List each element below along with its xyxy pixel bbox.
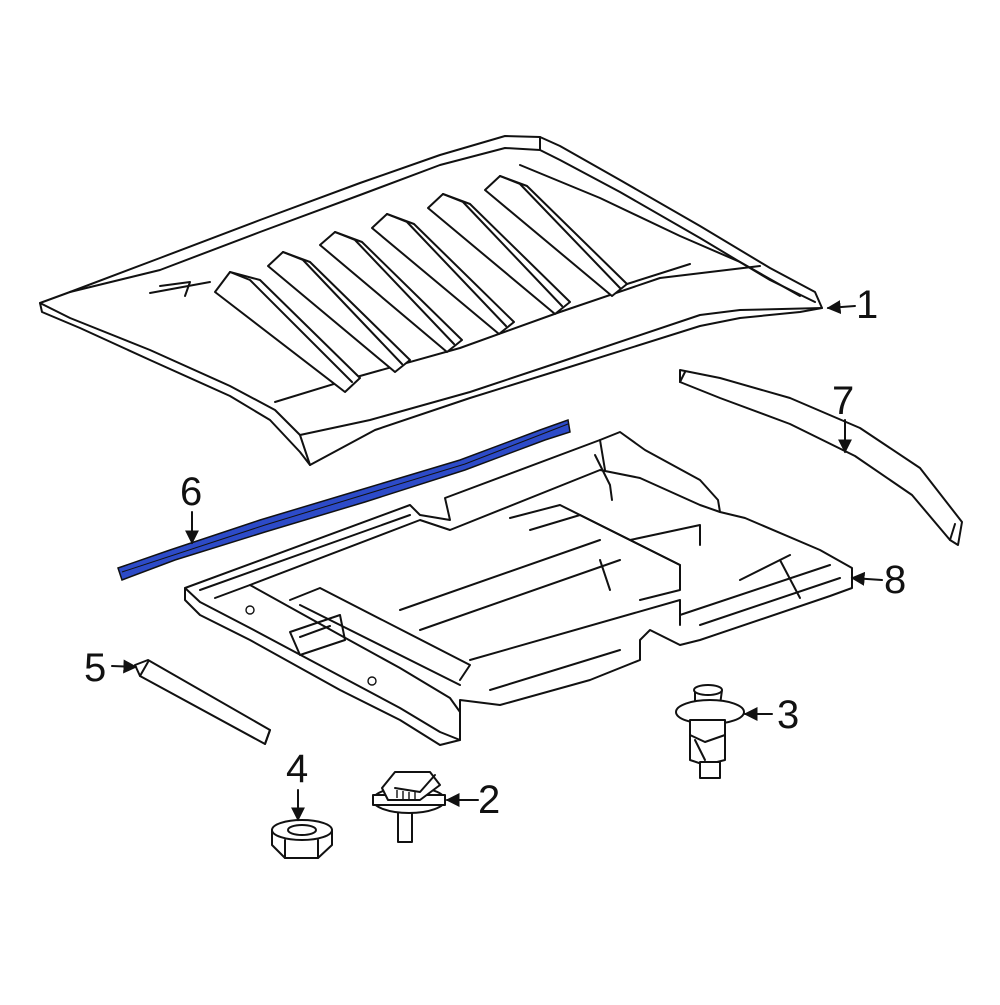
left-weatherstrip-highlighted[interactable] — [117, 418, 571, 581]
callout-7: 7 — [832, 379, 854, 423]
push-pin-clip[interactable] — [675, 684, 745, 779]
right-roof-rail[interactable] — [679, 369, 963, 546]
callout-6: 6 — [180, 470, 202, 514]
roof-panel[interactable] — [39, 135, 823, 466]
callout-3: 3 — [777, 693, 799, 737]
callout-8: 8 — [884, 558, 906, 602]
arrow-5 — [111, 659, 138, 674]
callout-4: 4 — [286, 747, 308, 791]
headliner-frame[interactable] — [184, 431, 853, 746]
arrow-8 — [850, 571, 883, 586]
flange-nut[interactable] — [271, 819, 333, 859]
stud-fastener[interactable] — [372, 771, 446, 843]
callout-5: 5 — [84, 646, 106, 690]
callout-labels: 1 2 3 4 5 6 7 8 — [84, 283, 906, 822]
arrow-1 — [826, 300, 856, 315]
callout-1: 1 — [856, 283, 878, 327]
callout-arrows — [111, 300, 883, 822]
front-seal[interactable] — [134, 659, 271, 745]
callout-2: 2 — [478, 778, 500, 822]
